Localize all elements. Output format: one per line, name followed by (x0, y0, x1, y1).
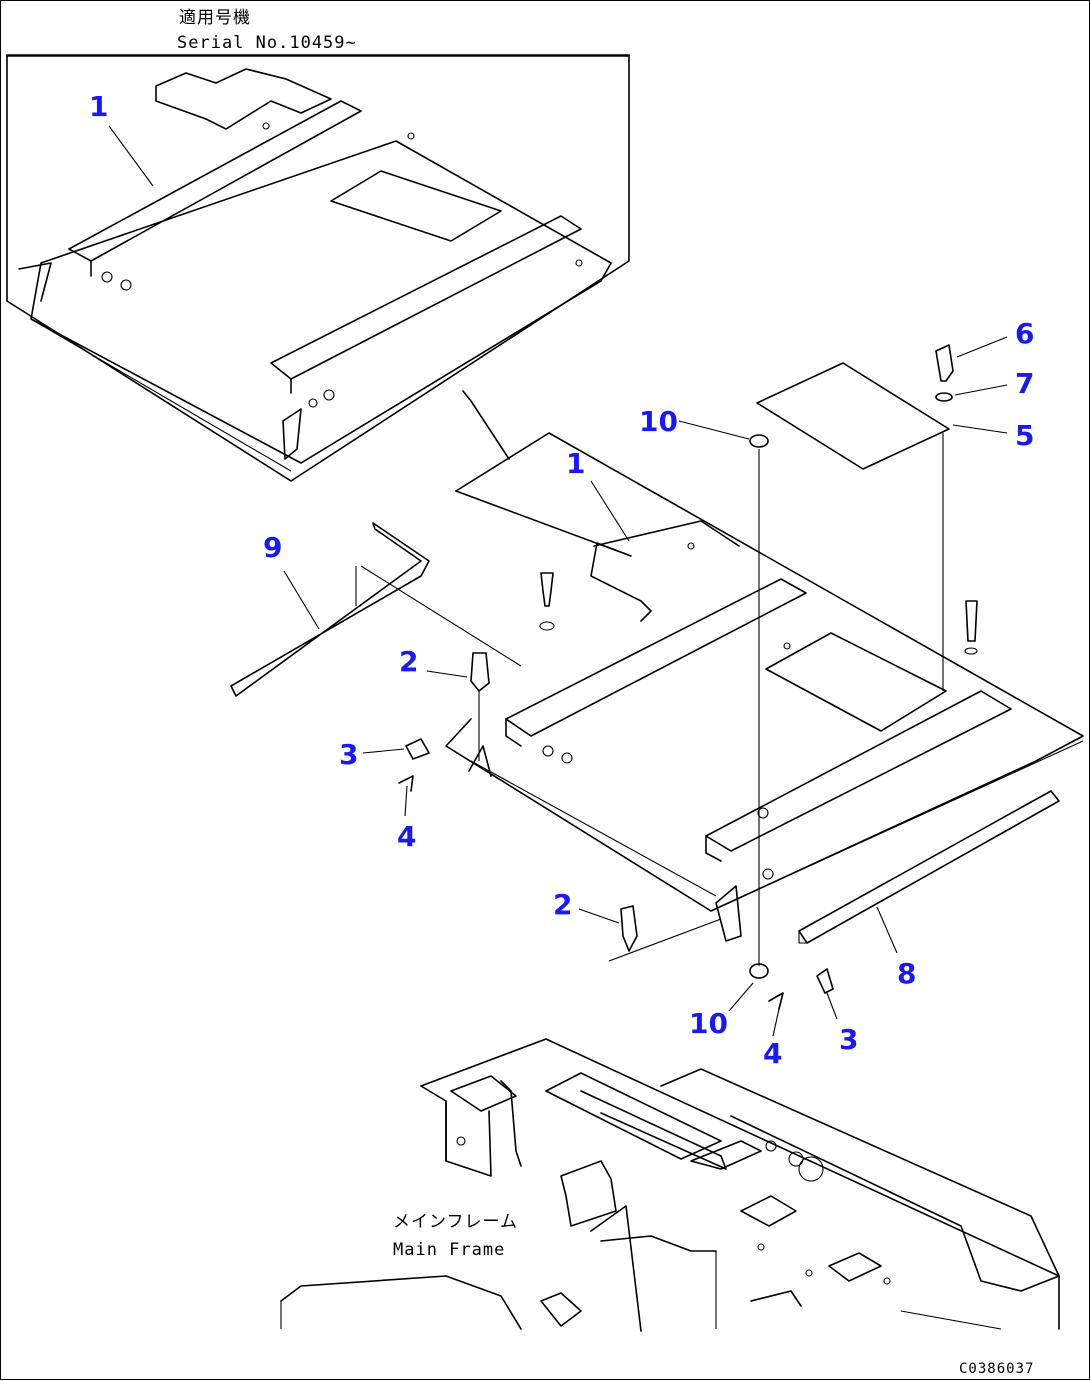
strip-8 (798, 790, 1060, 944)
latch-set-upper (398, 652, 492, 792)
callout-2-upper: 2 (399, 645, 418, 678)
latch-set-lower (608, 905, 834, 1010)
serial-label-en: Serial No.10459~ (177, 33, 357, 53)
callout-8: 8 (897, 957, 916, 990)
floor-plate-assembly (445, 432, 1084, 942)
assembly-arrow (462, 390, 510, 460)
serial-label-jp: 適用号機 (179, 8, 251, 28)
callout-7: 7 (1015, 367, 1034, 400)
leader-lines (283, 336, 1008, 1037)
grommet-10-top (749, 434, 769, 448)
callout-10-top: 10 (639, 405, 678, 438)
callout-6: 6 (1015, 317, 1034, 350)
callout-10-bottom: 10 (689, 1007, 728, 1040)
grommet-10-bottom (749, 963, 769, 979)
callout-1-top: 1 (89, 90, 108, 123)
main-frame-label-en: Main Frame (393, 1240, 505, 1260)
leader-1-top (108, 125, 154, 187)
callout-5: 5 (1015, 419, 1034, 452)
main-frame (280, 1038, 1060, 1332)
rod-9 (230, 522, 430, 697)
callout-9: 9 (263, 531, 282, 564)
bolt-6 (935, 344, 954, 382)
drawing-code: C0386037 (959, 1361, 1034, 1377)
callout-2-lower: 2 (553, 888, 572, 921)
callout-4-right: 4 (763, 1037, 782, 1070)
cover-plate (756, 362, 950, 470)
callout-4-left: 4 (397, 820, 416, 853)
callout-1-mid: 1 (566, 447, 585, 480)
main-frame-label-jp: メインフレーム (393, 1212, 518, 1232)
inset-panel (6, 54, 630, 482)
callout-3-left: 3 (339, 738, 358, 771)
washer-7 (935, 392, 953, 402)
callout-3-right: 3 (839, 1023, 858, 1056)
